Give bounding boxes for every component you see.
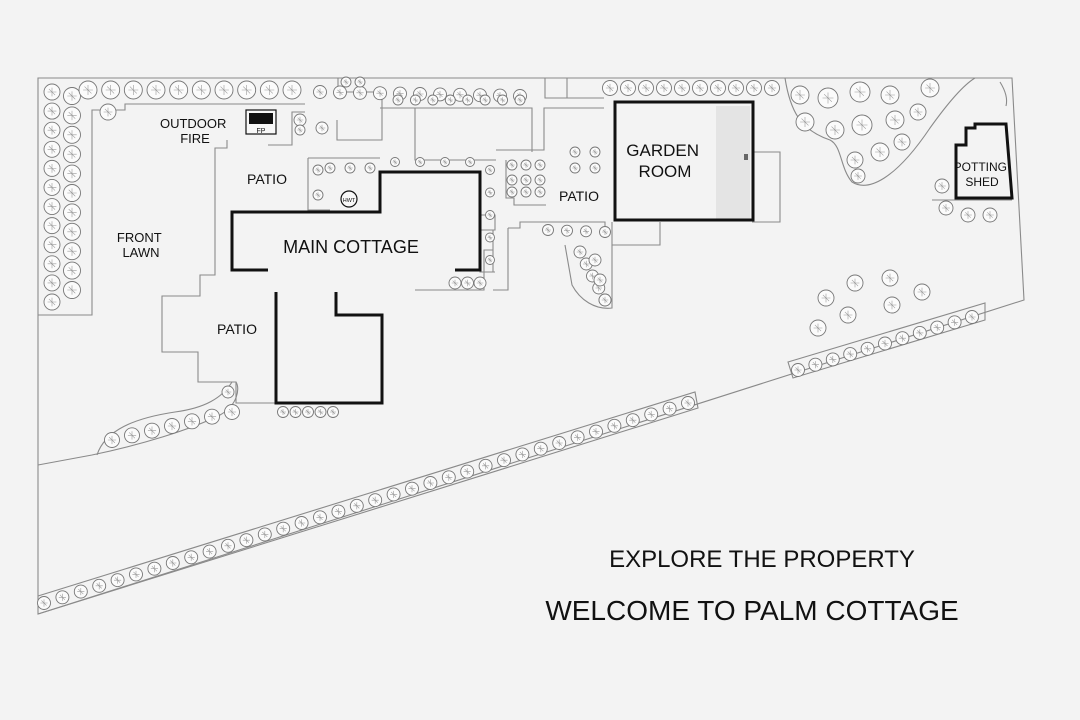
- front-lawn-label: FRONT LAWN: [117, 230, 165, 260]
- map-labels: OUTDOOR FIRE PATIO FRONT LAWN MAIN COTTA…: [117, 116, 1011, 337]
- trees-and-shrubs: [37, 76, 998, 610]
- garden-room-label: GARDEN ROOM: [626, 141, 703, 181]
- fire-pit: FP: [245, 109, 277, 135]
- main-cottage-walls: [230, 170, 482, 405]
- potting-shed: [954, 122, 1014, 200]
- potting-shed-label: POTTING SHED: [954, 160, 1011, 189]
- patio-left-label: PATIO: [217, 321, 257, 337]
- fire-pit-label: FP: [257, 128, 266, 135]
- patio-top-label: PATIO: [247, 171, 287, 187]
- main-cottage-label: MAIN COTTAGE: [283, 237, 419, 257]
- property-boundary: [37, 77, 1025, 615]
- patio-right-label: PATIO: [559, 188, 599, 204]
- garden-outlines: [37, 77, 1012, 615]
- explore-caption: EXPLORE THE PROPERTY: [609, 546, 915, 573]
- hot-water-tank: HWT: [340, 190, 358, 208]
- hwt-label: HWT: [343, 198, 356, 204]
- garden-room: [613, 100, 755, 222]
- outdoor-fire-label: OUTDOOR FIRE: [160, 116, 230, 146]
- page-title: WELCOME TO PALM COTTAGE: [545, 595, 958, 626]
